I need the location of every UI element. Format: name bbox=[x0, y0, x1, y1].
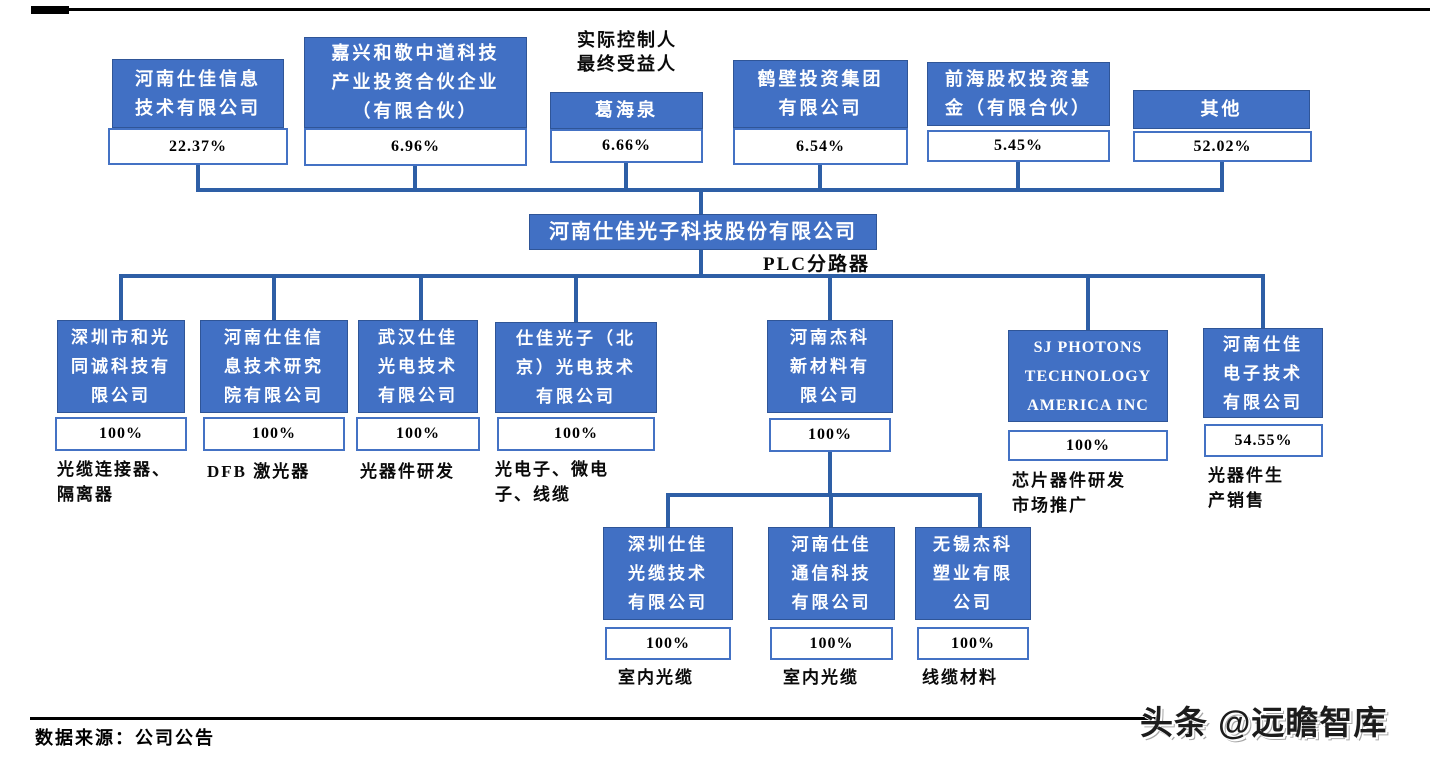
subsidiary-box: 河南仕佳 电子技术 有限公司 bbox=[1203, 328, 1323, 418]
connector-line bbox=[119, 278, 123, 320]
connector-line bbox=[272, 278, 276, 320]
ownership-pct: 22.37% bbox=[108, 128, 288, 165]
subsidiary-box: 武汉仕佳 光电技术 有限公司 bbox=[358, 320, 478, 413]
watermark-logo: 头条 @远瞻智库 bbox=[1140, 704, 1388, 741]
subsidiary-box: SJ PHOTONS TECHNOLOGY AMERICA INC bbox=[1008, 330, 1168, 422]
ownership-pct: 100% bbox=[770, 627, 893, 660]
subsidiary-box: 仕佳光子（北 京）光电技术 有限公司 bbox=[495, 322, 657, 413]
connector-line bbox=[119, 274, 1265, 278]
ownership-pct: 6.54% bbox=[733, 128, 908, 165]
ownership-pct: 6.66% bbox=[550, 129, 703, 163]
connector-line bbox=[818, 165, 822, 192]
business-desc: 芯片器件研发 市场推广 bbox=[1012, 471, 1126, 515]
shareholder-box: 前海股权投资基 金（有限合伙） bbox=[927, 62, 1110, 126]
connector-line bbox=[829, 497, 833, 527]
connector-line bbox=[828, 278, 832, 320]
connector-line bbox=[574, 278, 578, 322]
subsidiary-box: 深圳市和光 同诚科技有 限公司 bbox=[57, 320, 185, 413]
connector-line bbox=[624, 163, 628, 192]
ownership-pct: 100% bbox=[605, 627, 731, 660]
shareholder-box: 葛海泉 bbox=[550, 92, 703, 129]
grandchild-box: 深圳仕佳 光缆技术 有限公司 bbox=[603, 527, 733, 620]
top-rule bbox=[31, 8, 1430, 11]
business-desc: 室内光缆 bbox=[618, 668, 694, 687]
connector-line bbox=[699, 190, 703, 214]
business-desc: 光器件生 产销售 bbox=[1208, 466, 1284, 510]
subsidiary-box: 河南杰科 新材料有 限公司 bbox=[767, 320, 893, 413]
ownership-pct: 54.55% bbox=[1204, 424, 1323, 457]
ownership-pct: 100% bbox=[203, 417, 345, 451]
ownership-pct: 5.45% bbox=[927, 130, 1110, 162]
connector-line bbox=[419, 278, 423, 320]
connector-line bbox=[666, 493, 982, 497]
connector-line bbox=[1261, 278, 1265, 328]
connector-line bbox=[1220, 162, 1224, 192]
business-desc: 光缆连接器、 隔离器 bbox=[57, 460, 171, 504]
connector-line bbox=[413, 166, 417, 192]
ownership-pct: 52.02% bbox=[1133, 131, 1312, 162]
connector-line bbox=[978, 497, 982, 527]
controller-label: 实际控制人 最终受益人 bbox=[577, 30, 677, 75]
business-desc: 线缆材料 bbox=[922, 668, 998, 687]
connector-line bbox=[666, 497, 670, 527]
ownership-pct: 100% bbox=[1008, 430, 1168, 461]
shareholder-box: 其他 bbox=[1133, 90, 1310, 129]
business-desc: 光器件研发 bbox=[360, 462, 455, 481]
connector-line bbox=[196, 188, 1224, 192]
subsidiary-box: 河南仕佳信 息技术研究 院有限公司 bbox=[200, 320, 348, 413]
data-source-note: 数据来源：公司公告 bbox=[35, 728, 215, 748]
connector-line bbox=[1086, 278, 1090, 330]
parent-company-box: 河南仕佳光子科技股份有限公司 bbox=[529, 214, 877, 250]
ownership-pct: 100% bbox=[497, 417, 655, 451]
ownership-pct: 100% bbox=[55, 417, 187, 451]
bottom-rule bbox=[30, 717, 1158, 720]
ownership-pct: 100% bbox=[917, 627, 1029, 660]
grandchild-box: 河南仕佳 通信科技 有限公司 bbox=[768, 527, 895, 620]
connector-line bbox=[828, 452, 832, 493]
shareholder-box: 嘉兴和敬中道科技 产业投资合伙企业 （有限合伙） bbox=[304, 37, 527, 128]
connector-line bbox=[196, 165, 200, 192]
connector-line bbox=[1016, 162, 1020, 192]
grandchild-box: 无锡杰科 塑业有限 公司 bbox=[915, 527, 1031, 620]
business-desc: DFB 激光器 bbox=[207, 462, 311, 481]
shareholder-box: 鹤壁投资集团 有限公司 bbox=[733, 60, 908, 128]
ownership-pct: 6.96% bbox=[304, 128, 527, 166]
ownership-pct: 100% bbox=[769, 418, 891, 452]
business-desc: 光电子、微电 子、线缆 bbox=[495, 460, 609, 504]
product-tag-label: PLC分路器 bbox=[763, 254, 871, 275]
business-desc: 室内光缆 bbox=[783, 668, 859, 687]
ownership-pct: 100% bbox=[356, 417, 480, 451]
connector-line bbox=[699, 250, 703, 274]
shareholder-box: 河南仕佳信息 技术有限公司 bbox=[112, 59, 284, 128]
